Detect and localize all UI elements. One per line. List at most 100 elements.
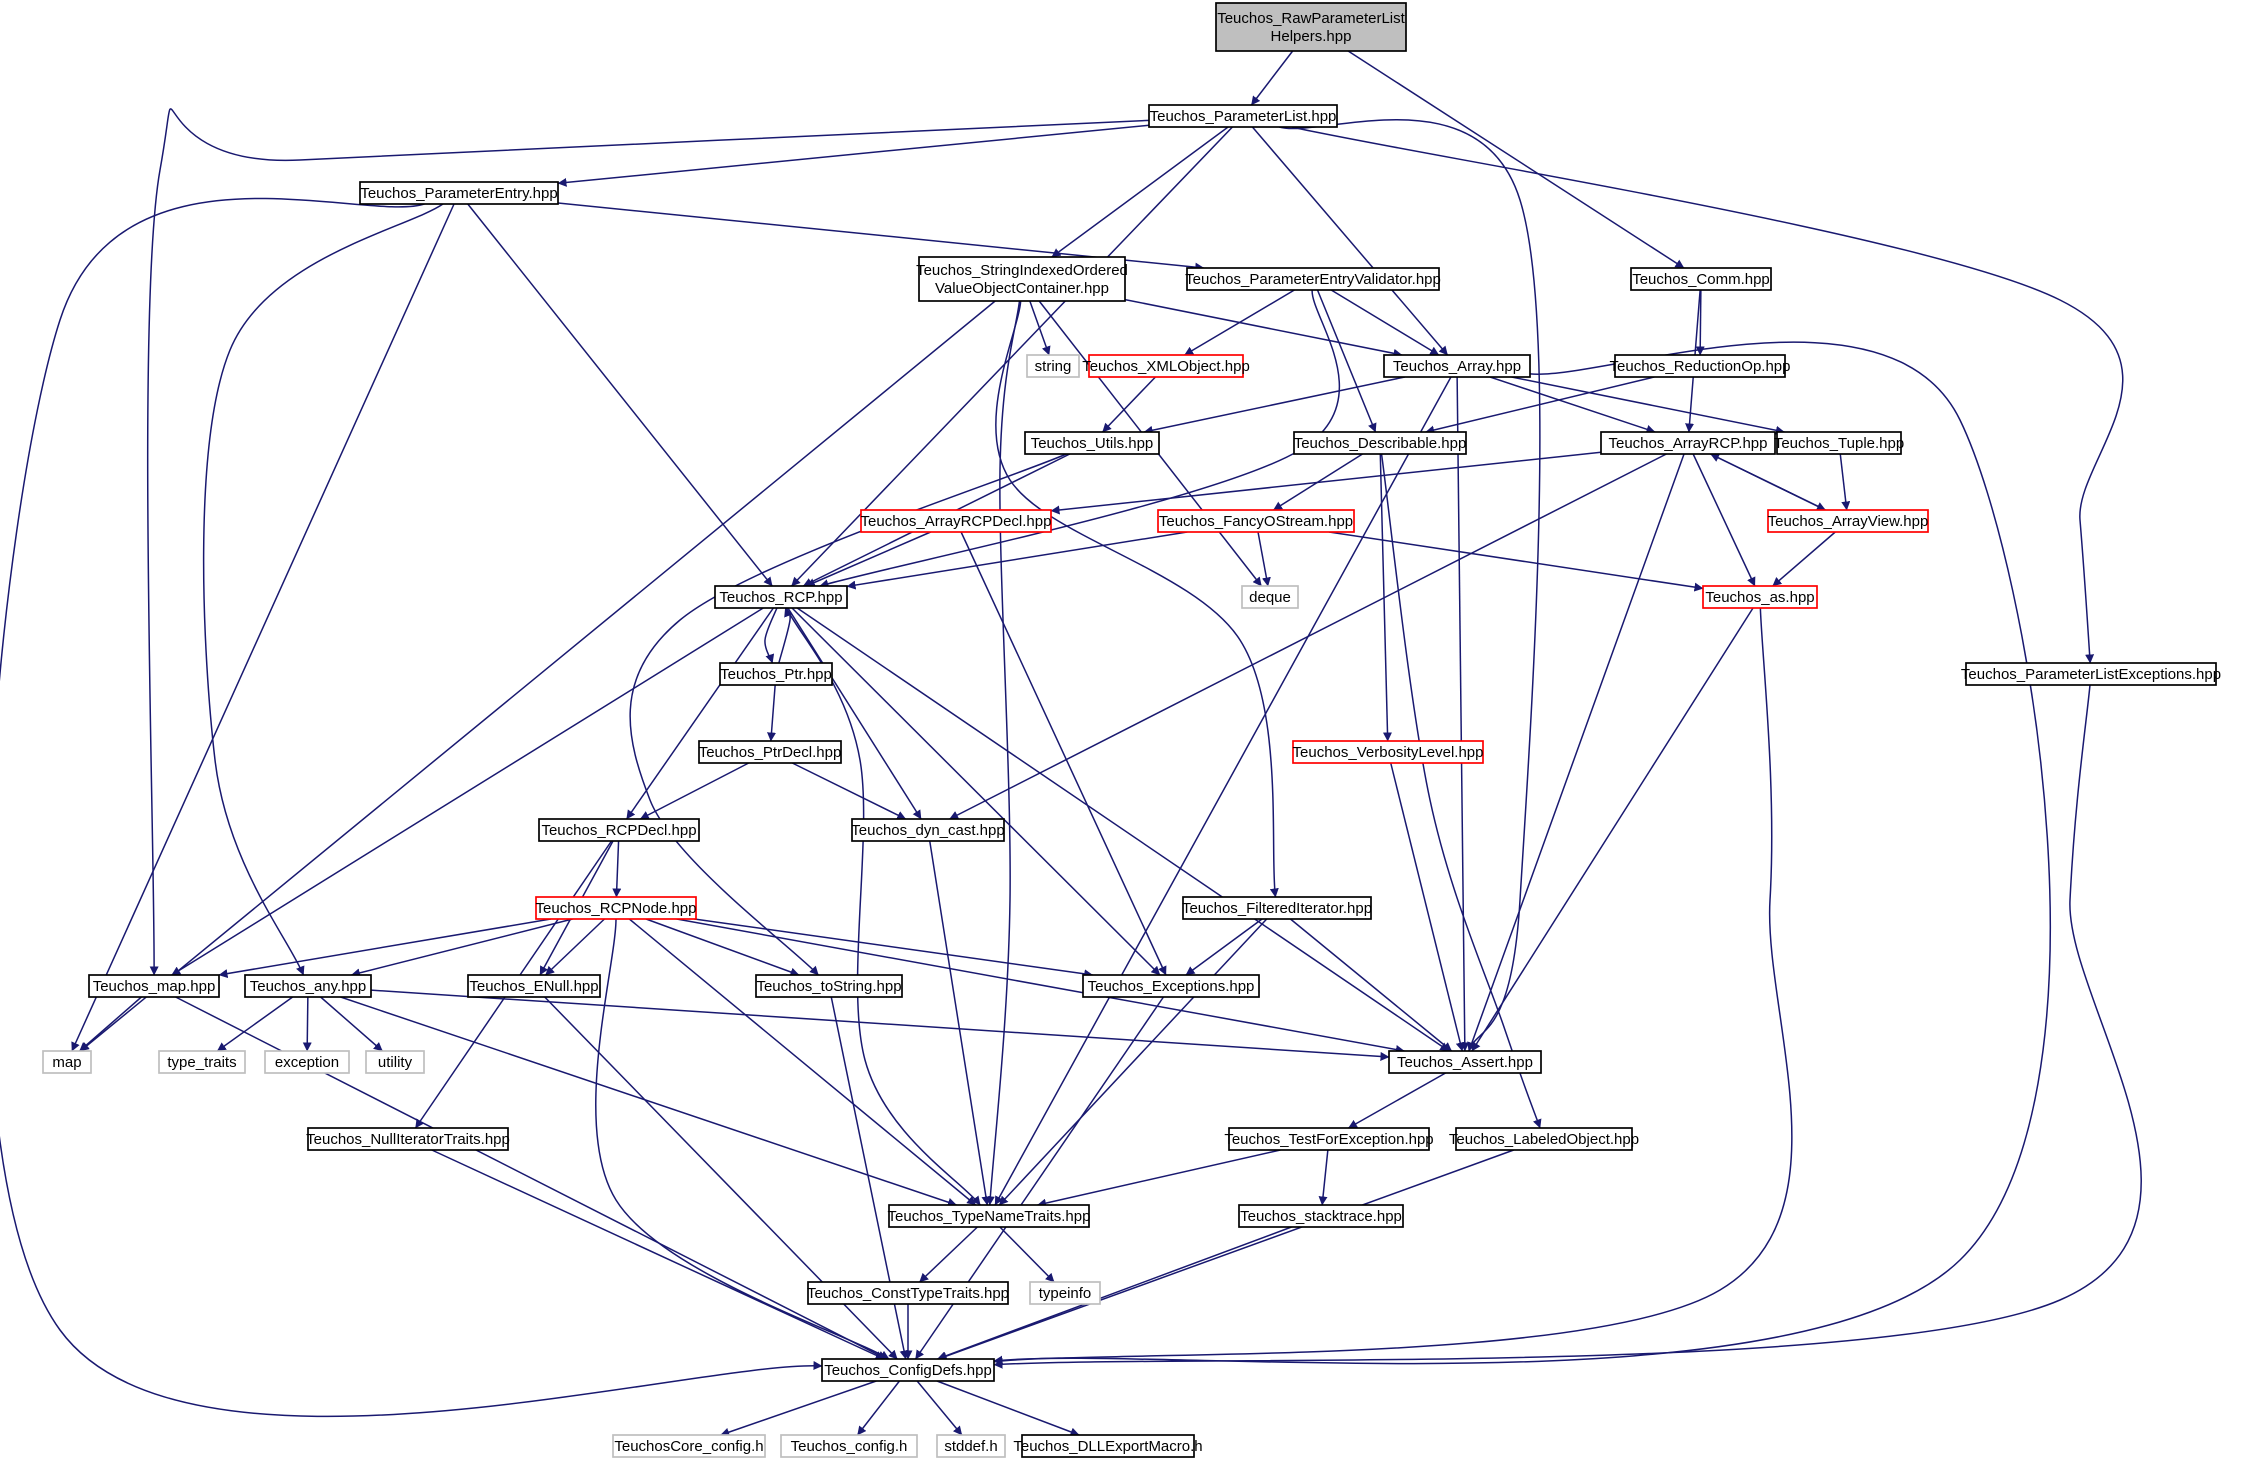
node-label-descr: Teuchos_Describable.hpp	[1294, 435, 1467, 452]
node-box-tcfg	[780, 1434, 918, 1458]
edge-plist-to-array	[1251, 126, 1449, 356]
node-label-exc: Teuchos_Exceptions.hpp	[1088, 978, 1255, 995]
edge-plist-to-pentry	[557, 124, 1150, 187]
node-mapn[interactable]: Teuchos_map.hpp	[88, 974, 220, 998]
node-label-corecfg: TeuchosCore_config.h	[614, 1438, 763, 1455]
edge-descr-to-lo	[1380, 453, 1542, 1129]
node-exc[interactable]: Teuchos_Exceptions.hpp	[1082, 974, 1260, 998]
node-box-string	[1026, 354, 1080, 378]
edge-cfgdefs-to-stddef	[916, 1380, 963, 1436]
node-enull[interactable]: Teuchos_ENull.hpp	[467, 974, 601, 998]
node-arcp[interactable]: Teuchos_ArrayRCP.hpp	[1600, 431, 1776, 455]
edge-rcp-to-tnt	[785, 607, 981, 1206]
node-box-dyncast	[851, 818, 1005, 842]
edge-tnt-to-ctt	[919, 1226, 978, 1283]
node-label-arcp: Teuchos_ArrayRCP.hpp	[1609, 435, 1768, 452]
node-tostr[interactable]: Teuchos_toString.hpp	[755, 974, 903, 998]
node-label-array: Teuchos_Array.hpp	[1393, 358, 1521, 375]
node-label-map: map	[52, 1054, 81, 1071]
edge-xml-to-utils	[1102, 376, 1156, 433]
node-label-stack: Teuchos_stacktrace.hpp	[1240, 1208, 1402, 1225]
node-label-tcfg: Teuchos_config.h	[791, 1438, 908, 1455]
node-verb[interactable]: Teuchos_VerbosityLevel.hpp	[1292, 740, 1484, 764]
node-redop[interactable]: Teuchos_ReductionOp.hpp	[1610, 354, 1791, 378]
node-label-typeinfo: typeinfo	[1039, 1285, 1092, 1302]
edge-any-to-exception	[302, 996, 312, 1052]
node-pev[interactable]: Teuchos_ParameterEntryValidator.hpp	[1185, 267, 1441, 291]
node-ptrdecl[interactable]: Teuchos_PtrDecl.hpp	[698, 740, 842, 764]
node-pentry[interactable]: Teuchos_ParameterEntry.hpp	[359, 181, 559, 205]
edge-tfe-to-tnt	[1037, 1149, 1281, 1208]
node-tuple[interactable]: Teuchos_Tuple.hpp	[1774, 431, 1904, 455]
node-label-sioc: ValueObjectContainer.hpp	[935, 280, 1109, 297]
node-rcpdecl[interactable]: Teuchos_RCPDecl.hpp	[538, 818, 700, 842]
edge-ptr-to-ptrdecl	[767, 684, 776, 742]
node-filt[interactable]: Teuchos_FilteredIterator.hpp	[1182, 896, 1372, 920]
node-box-pev	[1186, 267, 1440, 291]
node-as[interactable]: Teuchos_as.hpp	[1702, 585, 1818, 609]
node-label-tnt: Teuchos_TypeNameTraits.hpp	[888, 1208, 1091, 1225]
node-rcpnode[interactable]: Teuchos_RCPNode.hpp	[535, 896, 697, 920]
node-label-enull: Teuchos_ENull.hpp	[469, 978, 598, 995]
edge-rcp-to-ptr	[764, 607, 778, 664]
node-label-pev: Teuchos_ParameterEntryValidator.hpp	[1185, 271, 1441, 288]
node-label-assert: Teuchos_Assert.hpp	[1397, 1054, 1533, 1071]
node-arcpdecl[interactable]: Teuchos_ArrayRCPDecl.hpp	[860, 509, 1052, 533]
node-array[interactable]: Teuchos_Array.hpp	[1383, 354, 1531, 378]
node-dyncast[interactable]: Teuchos_dyn_cast.hpp	[851, 818, 1005, 842]
edge-rcpnode-to-assert	[676, 918, 1405, 1054]
edge-array-to-tuple	[1511, 376, 1785, 435]
node-fancy[interactable]: Teuchos_FancyOStream.hpp	[1157, 509, 1355, 533]
node-box-lo	[1455, 1127, 1633, 1151]
node-lo[interactable]: Teuchos_LabeledObject.hpp	[1449, 1127, 1639, 1151]
node-sioc[interactable]: Teuchos_StringIndexedOrderedValueObjectC…	[916, 256, 1128, 302]
node-box-comm	[1630, 267, 1772, 291]
edge-fancy-to-deque	[1257, 531, 1271, 587]
node-box-tnt	[888, 1204, 1090, 1228]
node-any[interactable]: Teuchos_any.hpp	[244, 974, 372, 998]
node-box-as	[1702, 585, 1818, 609]
node-label-redop: Teuchos_ReductionOp.hpp	[1610, 358, 1791, 375]
edge-rcp-to-rcpdecl	[626, 607, 774, 820]
node-box-tfe	[1228, 1127, 1430, 1151]
node-xml[interactable]: Teuchos_XMLObject.hpp	[1082, 354, 1250, 378]
edge-arcp-to-assert	[1467, 453, 1685, 1052]
edge-redop-to-descr	[1425, 376, 1655, 435]
node-stack[interactable]: Teuchos_stacktrace.hpp	[1238, 1204, 1404, 1228]
edge-array-to-assert	[1456, 376, 1470, 1052]
edge-mapn-to-map	[79, 996, 142, 1052]
node-tnt[interactable]: Teuchos_TypeNameTraits.hpp	[888, 1204, 1091, 1228]
node-box-tostr	[755, 974, 903, 998]
node-plexc[interactable]: Teuchos_ParameterListExceptions.hpp	[1961, 662, 2221, 686]
edge-sioc-to-array	[1124, 298, 1403, 358]
node-plist[interactable]: Teuchos_ParameterList.hpp	[1148, 104, 1338, 128]
edge-tfe-to-stack	[1318, 1149, 1329, 1206]
node-ctt[interactable]: Teuchos_ConstTypeTraits.hpp	[807, 1281, 1009, 1305]
node-dll[interactable]: Teuchos_DLLExportMacro.h	[1013, 1434, 1203, 1458]
node-assert[interactable]: Teuchos_Assert.hpp	[1388, 1050, 1542, 1074]
edge-pentry-to-cfgdefs	[0, 197, 823, 1418]
node-tfe[interactable]: Teuchos_TestForException.hpp	[1224, 1127, 1434, 1151]
node-deque: deque	[1241, 585, 1299, 609]
node-label-comm: Teuchos_Comm.hpp	[1632, 271, 1770, 288]
edge-layer	[0, 50, 2142, 1437]
node-rcp[interactable]: Teuchos_RCP.hpp	[714, 585, 848, 609]
node-aview[interactable]: Teuchos_ArrayView.hpp	[1767, 509, 1929, 533]
node-box-exception	[264, 1050, 350, 1074]
edge-pev-to-rcp	[819, 289, 1341, 589]
node-box-rcpdecl	[538, 818, 700, 842]
node-box-nullit	[307, 1127, 509, 1151]
edge-pev-to-xml	[1184, 289, 1295, 356]
node-cfgdefs[interactable]: Teuchos_ConfigDefs.hpp	[821, 1358, 995, 1382]
node-label-plexc: Teuchos_ParameterListExceptions.hpp	[1961, 666, 2221, 683]
node-ptr[interactable]: Teuchos_Ptr.hpp	[719, 662, 833, 686]
node-descr[interactable]: Teuchos_Describable.hpp	[1293, 431, 1467, 455]
node-comm[interactable]: Teuchos_Comm.hpp	[1630, 267, 1772, 291]
node-label-arcpdecl: Teuchos_ArrayRCPDecl.hpp	[861, 513, 1052, 530]
edge-raw-to-comm	[1347, 50, 1685, 269]
edge-fancy-to-rcp	[846, 531, 1188, 590]
node-nullit[interactable]: Teuchos_NullIteratorTraits.hpp	[306, 1127, 510, 1151]
node-utils[interactable]: Teuchos_Utils.hpp	[1024, 431, 1160, 455]
